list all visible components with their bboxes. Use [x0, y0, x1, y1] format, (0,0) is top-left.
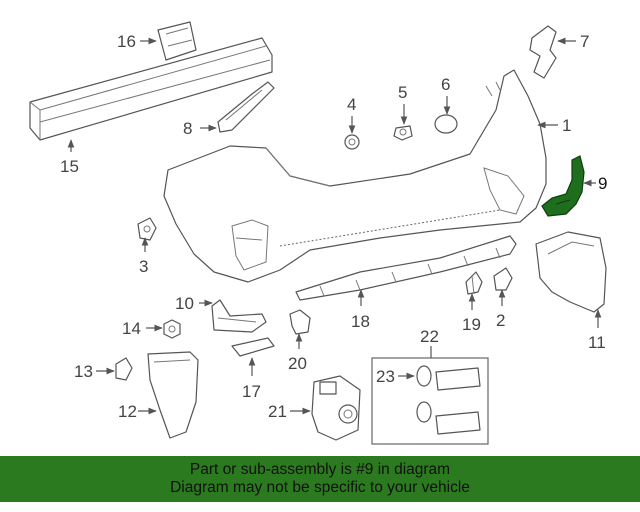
- banner-line-part-number: Part or sub-assembly is #9 in diagram: [189, 461, 451, 478]
- callout-10: 10: [175, 294, 213, 313]
- part-16-bracket: [157, 21, 197, 61]
- part-13-screw: [115, 357, 133, 381]
- parts-diagram: 1 2 3 4 5 6 7 8 9 10 11 12: [29, 21, 607, 445]
- part-17-reflector: [231, 337, 275, 357]
- part-10-reflector-housing: [211, 299, 267, 333]
- callout-21: 21: [268, 402, 311, 421]
- banner-line-disclaimer: Diagram may not be specific to your vehi…: [170, 479, 470, 496]
- callout-17: 17: [242, 357, 261, 401]
- svg-text:5: 5: [398, 83, 407, 102]
- svg-text:15: 15: [60, 157, 79, 176]
- callout-20: 20: [288, 333, 307, 373]
- info-banner: Part or sub-assembly is #9 in diagram Di…: [0, 456, 640, 502]
- part-15-reinforcement-beam: [29, 37, 273, 141]
- callout-8: 8: [183, 119, 217, 138]
- part-2-clip: [493, 267, 513, 291]
- part-20-bracket: [289, 309, 311, 335]
- svg-text:11: 11: [588, 333, 606, 352]
- callout-22: 22: [420, 327, 439, 358]
- callout-15: 15: [60, 139, 79, 176]
- svg-text:13: 13: [74, 362, 93, 381]
- part-4-clip: [344, 134, 360, 150]
- svg-text:14: 14: [122, 319, 141, 338]
- callout-1: 1: [537, 116, 571, 135]
- part-22-kit-box: [371, 357, 489, 445]
- svg-text:4: 4: [347, 95, 356, 114]
- svg-text:2: 2: [496, 311, 505, 330]
- svg-text:22: 22: [420, 327, 439, 346]
- callout-9: 9: [583, 174, 607, 193]
- part-5-screw: [393, 125, 413, 141]
- svg-text:6: 6: [441, 75, 450, 94]
- part-18-diffuser: [295, 235, 517, 301]
- callout-18: 18: [351, 289, 370, 331]
- callout-13: 13: [74, 362, 115, 381]
- part-9-bracket-highlighted: [541, 155, 585, 217]
- svg-text:12: 12: [118, 402, 137, 421]
- svg-text:1: 1: [562, 116, 571, 135]
- callout-16: 16: [117, 32, 157, 51]
- svg-text:8: 8: [183, 119, 192, 138]
- svg-text:10: 10: [175, 294, 194, 313]
- svg-text:23: 23: [376, 367, 395, 386]
- svg-text:21: 21: [268, 402, 287, 421]
- callout-4: 4: [347, 95, 356, 134]
- callout-2: 2: [496, 289, 505, 330]
- svg-text:20: 20: [288, 354, 307, 373]
- part-21-sensor-bracket: [311, 375, 361, 441]
- svg-text:17: 17: [242, 382, 261, 401]
- part-8-bracket: [217, 81, 275, 133]
- svg-text:7: 7: [580, 32, 589, 51]
- callout-23: 23: [376, 367, 415, 386]
- part-6-cap: [434, 114, 458, 134]
- part-12-side-panel: [147, 351, 199, 439]
- part-7-retainer: [529, 25, 557, 79]
- svg-text:16: 16: [117, 32, 136, 51]
- part-11-mud-guard: [535, 231, 607, 313]
- callout-19: 19: [462, 293, 481, 334]
- callout-6: 6: [441, 75, 450, 115]
- svg-text:19: 19: [462, 315, 481, 334]
- svg-text:9: 9: [598, 174, 607, 193]
- callout-3: 3: [139, 237, 148, 276]
- svg-text:18: 18: [351, 312, 370, 331]
- part-1-bumper-cover: [163, 69, 547, 283]
- callout-7: 7: [557, 32, 589, 51]
- callout-11: 11: [588, 309, 606, 352]
- callout-12: 12: [118, 402, 157, 421]
- callout-5: 5: [398, 83, 407, 125]
- svg-text:3: 3: [139, 257, 148, 276]
- part-3-screw: [137, 217, 157, 241]
- callout-14: 14: [122, 319, 163, 338]
- part-14-nut: [163, 319, 181, 339]
- part-19-clip: [465, 271, 483, 295]
